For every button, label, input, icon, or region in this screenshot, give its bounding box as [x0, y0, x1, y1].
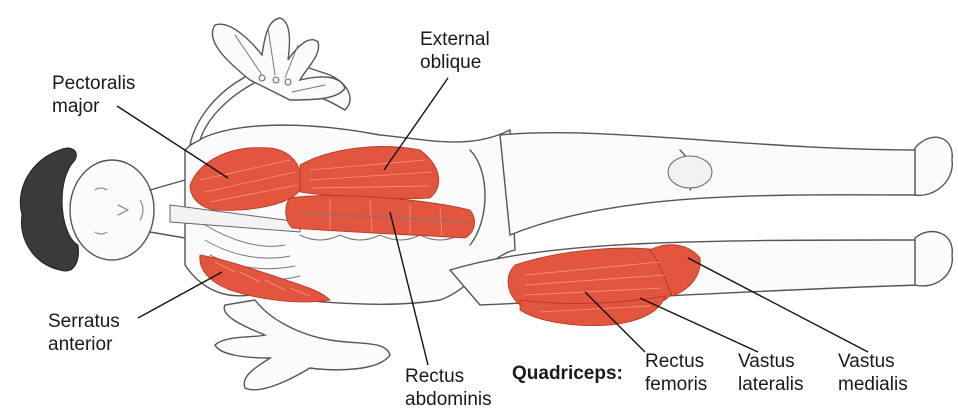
- label-rectus-abdominis: Rectus abdominis: [405, 365, 492, 411]
- label-external-oblique-line2: oblique: [420, 51, 490, 74]
- label-vastus-lateralis-line1: Vastus: [738, 350, 803, 373]
- label-external-oblique-line1: External: [420, 28, 490, 51]
- face: [70, 160, 154, 260]
- label-serratus-anterior: Serratus anterior: [48, 310, 120, 356]
- feet: [915, 137, 952, 286]
- label-rectus-abdominis-line1: Rectus: [405, 365, 492, 388]
- label-serratus-line1: Serratus: [48, 310, 120, 333]
- lower-hand: [215, 300, 390, 390]
- label-quadriceps-heading: Quadriceps:: [512, 362, 623, 385]
- label-external-oblique: External oblique: [420, 28, 490, 74]
- label-pectoralis-major: Pectoralis major: [52, 72, 135, 118]
- label-vastus-medialis-line2: medialis: [838, 373, 908, 396]
- leader-serratus: [138, 272, 222, 318]
- label-vastus-medialis: Vastus medialis: [838, 350, 908, 396]
- label-rectus-femoris: Rectus femoris: [645, 350, 707, 396]
- label-vastus-lateralis-line2: lateralis: [738, 373, 803, 396]
- label-rectus-femoris-line1: Rectus: [645, 350, 707, 373]
- label-pectoralis-line2: major: [52, 95, 135, 118]
- label-pectoralis-line1: Pectoralis: [52, 72, 135, 95]
- label-serratus-line2: anterior: [48, 333, 120, 356]
- label-vastus-lateralis: Vastus lateralis: [738, 350, 803, 396]
- head: [20, 148, 185, 271]
- label-rectus-abdominis-line2: abdominis: [405, 388, 492, 411]
- leader-vastus-lateralis: [640, 298, 758, 352]
- label-rectus-femoris-line2: femoris: [645, 373, 707, 396]
- upper-leg-outline: [500, 133, 931, 235]
- label-vastus-medialis-line1: Vastus: [838, 350, 908, 373]
